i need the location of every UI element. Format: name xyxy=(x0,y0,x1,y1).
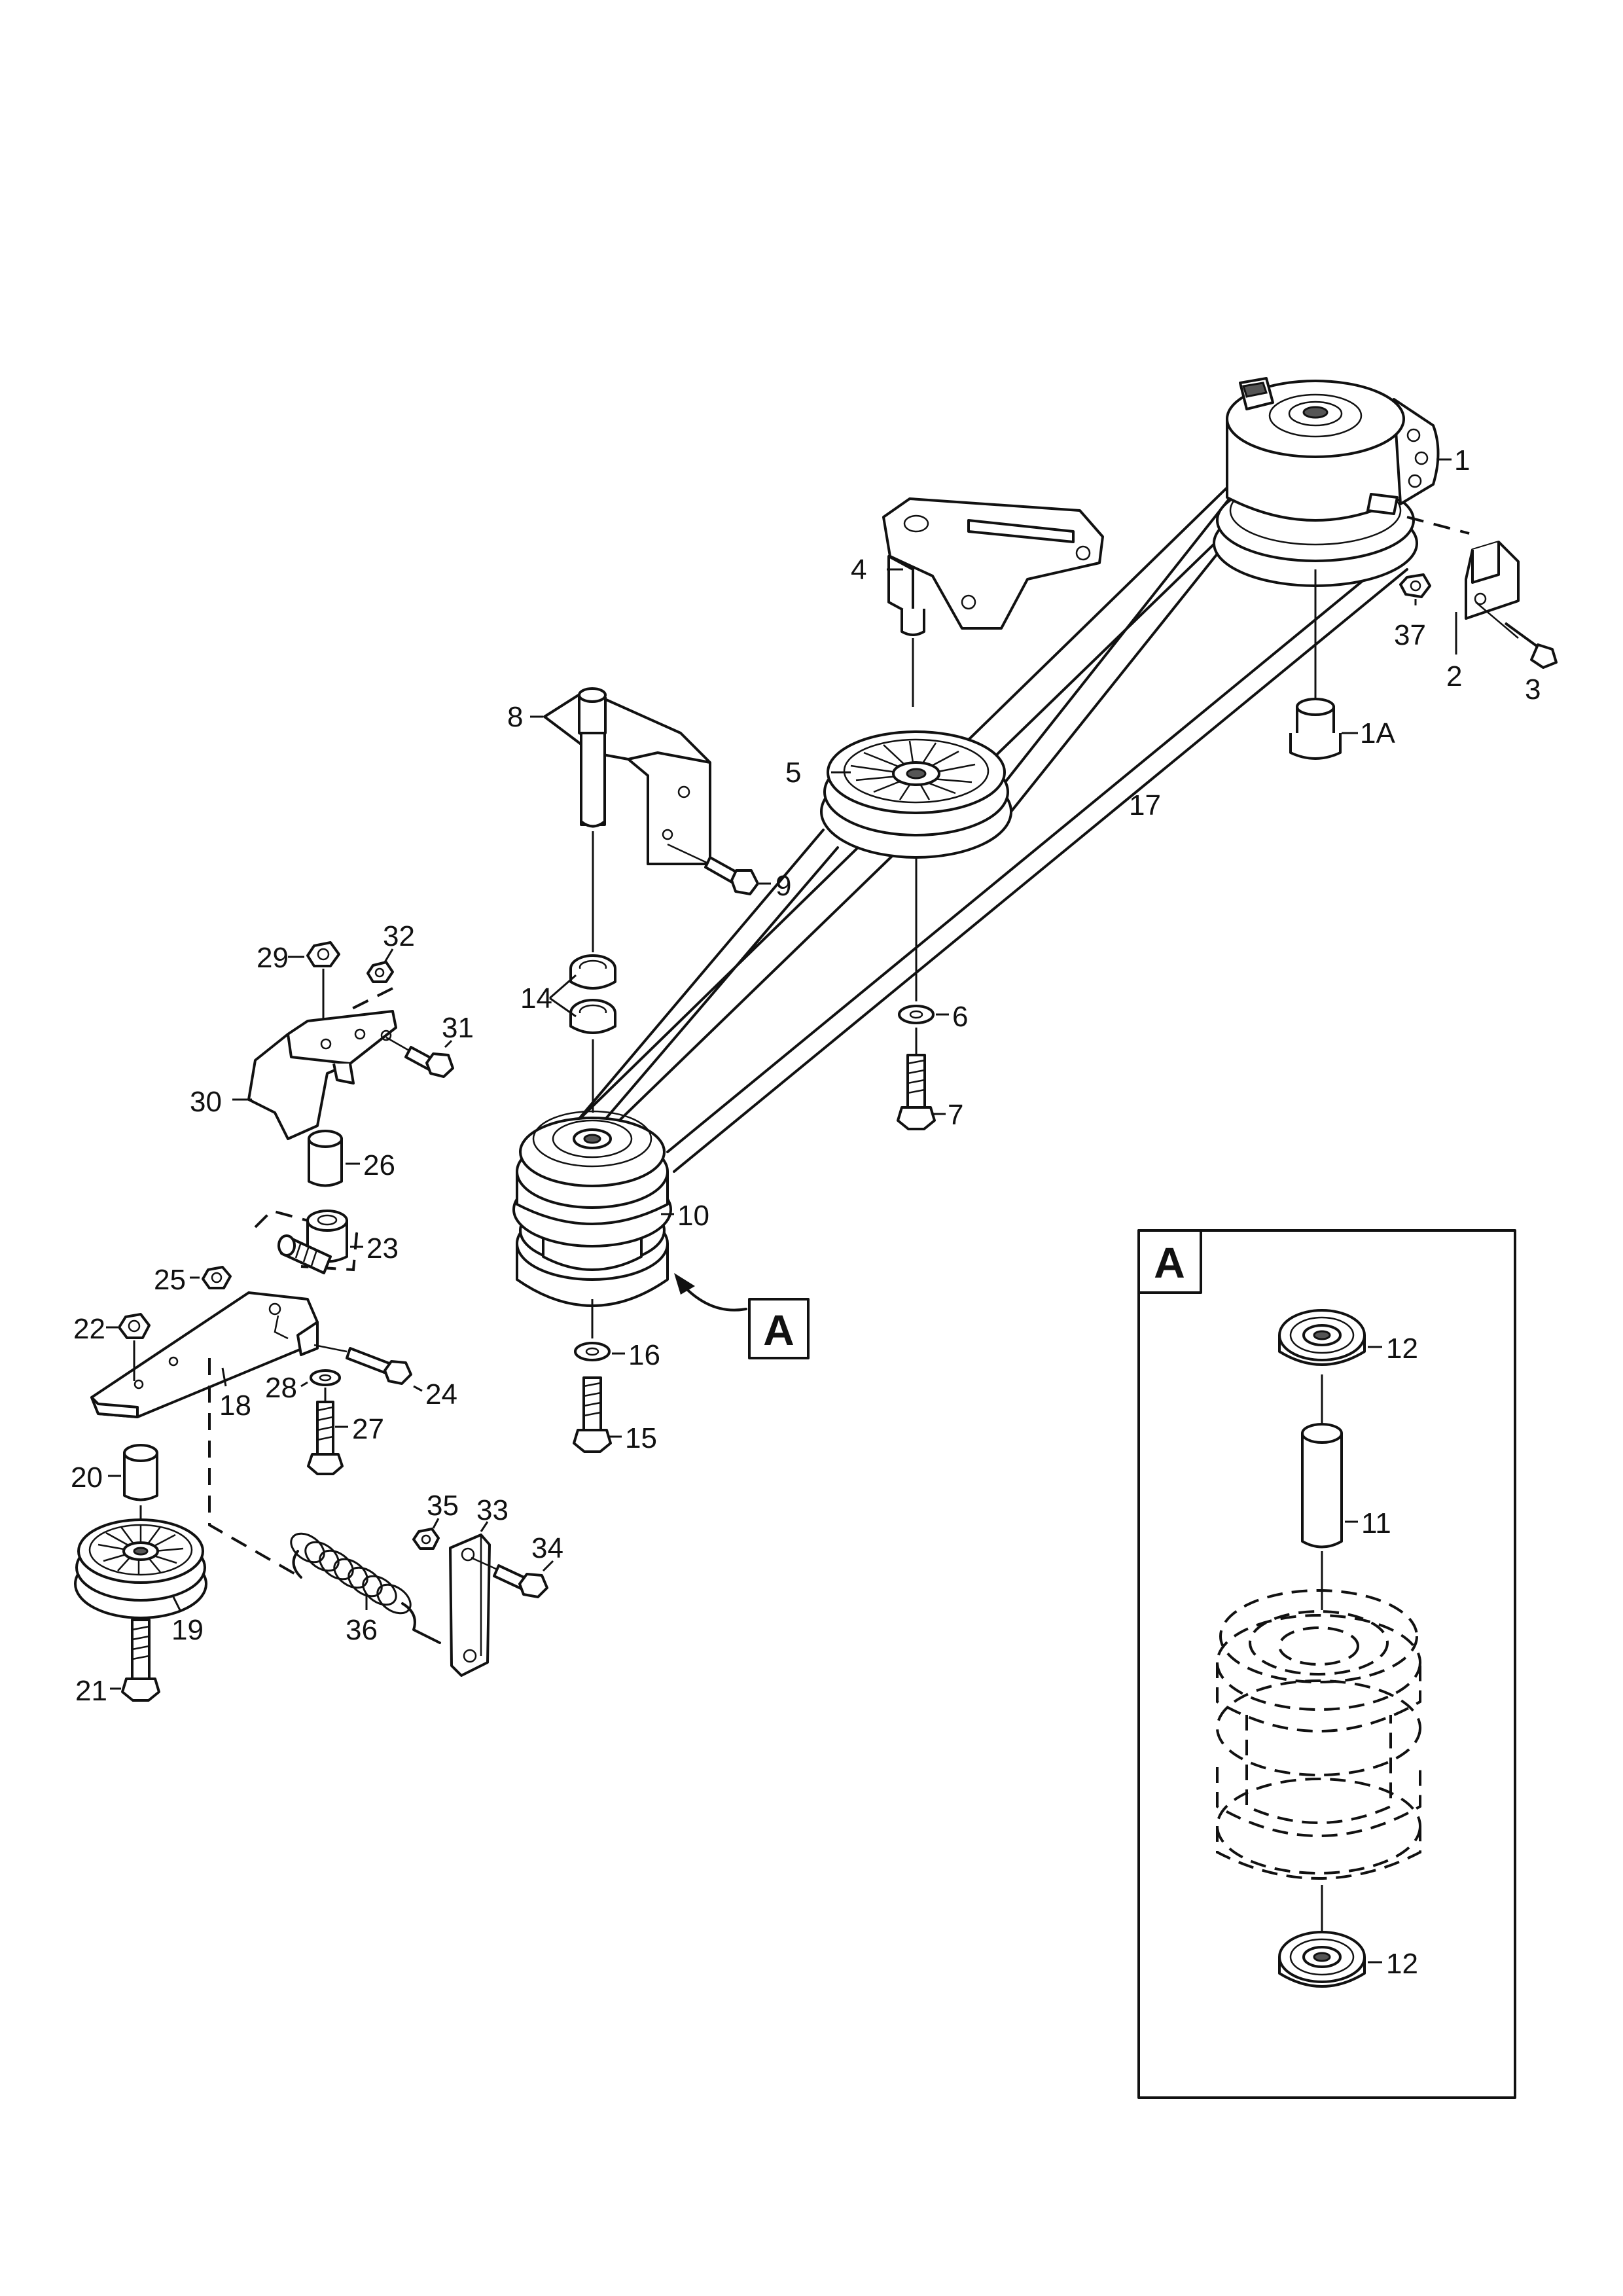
callout-36: 36 xyxy=(346,1614,378,1646)
callout-5: 5 xyxy=(785,757,801,789)
bolt-27 xyxy=(307,1388,348,1475)
callout-19: 19 xyxy=(171,1614,204,1646)
detail-a-label: A xyxy=(1154,1238,1185,1287)
callout-35: 35 xyxy=(427,1490,459,1522)
spacer-1A xyxy=(1289,569,1358,760)
callout-33: 33 xyxy=(476,1494,508,1526)
callout-1A: 1A xyxy=(1360,717,1395,749)
nut-22 xyxy=(106,1313,151,1381)
callout-7: 7 xyxy=(948,1099,963,1131)
nut-29 xyxy=(288,941,340,1021)
detail-a-panel: A xyxy=(1137,1229,1516,2099)
detail-a-pointer: A xyxy=(674,1273,810,1359)
callout-20: 20 xyxy=(71,1462,103,1494)
callout-34: 34 xyxy=(531,1532,563,1564)
electric-clutch-1 xyxy=(1213,377,1452,587)
pulley-phantom xyxy=(1216,1589,1421,1957)
callout-10: 10 xyxy=(677,1200,709,1232)
washer-16 xyxy=(574,1342,625,1361)
callout-30: 30 xyxy=(190,1086,222,1118)
bushings-14 xyxy=(549,954,616,1113)
callout-24: 24 xyxy=(425,1378,457,1410)
spacer-tube-11 xyxy=(1301,1423,1358,1610)
callout-12-bottom: 12 xyxy=(1386,1948,1418,1980)
nut-37 xyxy=(1399,573,1431,605)
callout-2: 2 xyxy=(1446,660,1462,692)
callout-14: 14 xyxy=(520,982,552,1014)
bolt-3 xyxy=(1475,601,1558,669)
washer-28 xyxy=(300,1369,341,1388)
bearing-12-top xyxy=(1278,1309,1382,1430)
bolt-7 xyxy=(897,1028,946,1130)
callout-11: 11 xyxy=(1361,1507,1391,1539)
callout-16: 16 xyxy=(628,1339,660,1371)
bolt-24 xyxy=(313,1344,423,1392)
idler-arm-plate-18 xyxy=(90,1291,319,1418)
callout-37: 37 xyxy=(1394,619,1426,651)
idler-arm-4 xyxy=(882,497,1104,707)
spacer-20 xyxy=(108,1444,158,1532)
spring-36 xyxy=(290,1532,441,1644)
callout-25: 25 xyxy=(154,1264,186,1296)
bolt-15 xyxy=(573,1376,622,1453)
bearing-12-bottom xyxy=(1278,1931,1382,1988)
bolt-21 xyxy=(110,1619,160,1702)
callout-21: 21 xyxy=(75,1675,107,1707)
callout-1: 1 xyxy=(1454,444,1470,476)
callout-12-top: 12 xyxy=(1386,1333,1418,1365)
idler-bracket-8 xyxy=(530,687,711,952)
callout-6: 6 xyxy=(952,1001,968,1033)
nut-25 xyxy=(190,1266,232,1289)
callout-4: 4 xyxy=(851,554,866,586)
callout-18: 18 xyxy=(219,1390,251,1422)
callout-29: 29 xyxy=(257,942,289,974)
callout-15: 15 xyxy=(625,1422,657,1454)
bolt-34 xyxy=(471,1556,554,1598)
washer-35 xyxy=(412,1518,440,1550)
spacer-26 xyxy=(308,1130,360,1187)
double-pulley-10 xyxy=(512,1110,674,1338)
callout-8: 8 xyxy=(507,701,523,733)
pivot-23 xyxy=(254,1209,363,1274)
link-plate-33 xyxy=(449,1521,491,1677)
callout-28: 28 xyxy=(265,1372,297,1404)
callout-9: 9 xyxy=(776,870,791,902)
callout-22: 22 xyxy=(73,1313,105,1345)
callout-31: 31 xyxy=(442,1012,474,1044)
callout-27: 27 xyxy=(352,1413,384,1445)
callout-26: 26 xyxy=(363,1149,395,1181)
drive-belt-17 xyxy=(571,486,1408,1173)
callout-17: 17 xyxy=(1129,789,1161,821)
washer-6 xyxy=(898,1005,949,1024)
idler-pulley-19 xyxy=(74,1518,207,1619)
bracket-30 xyxy=(232,987,397,1140)
detail-a-pointer-label: A xyxy=(763,1306,794,1354)
callout-labels: 1 1A 2 3 37 4 5 17 6 7 8 9 14 10 16 15 2… xyxy=(71,444,1541,1980)
idler-pulley-5 xyxy=(820,730,1012,1001)
washer-32 xyxy=(366,948,394,983)
bolt-9 xyxy=(667,843,771,895)
callout-32: 32 xyxy=(383,920,415,952)
callout-3: 3 xyxy=(1525,673,1541,706)
callout-23: 23 xyxy=(366,1232,399,1265)
bolt-31 xyxy=(385,1036,454,1078)
clutch-bracket-2 xyxy=(1406,516,1520,655)
